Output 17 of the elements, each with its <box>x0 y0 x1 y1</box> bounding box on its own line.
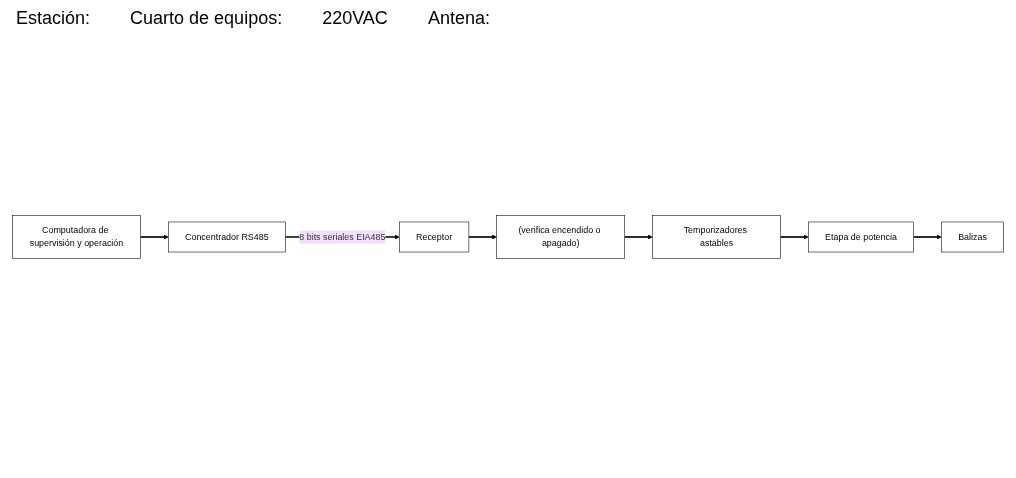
node-box: Etapa de potencia <box>808 221 914 253</box>
arrow <box>468 234 497 240</box>
node-box: Balizas <box>941 221 1004 253</box>
node-box: (verifica encendido o apagado) <box>496 215 625 259</box>
arrow <box>139 234 169 240</box>
edge-label: 8 bits seriales EIA485 <box>299 231 386 242</box>
arrow <box>779 234 809 240</box>
row-label: Estación: <box>16 8 91 29</box>
node-box: Concentrador RS485 <box>168 221 286 253</box>
node-box: Receptor <box>399 221 470 253</box>
row-label: Antena: <box>427 8 490 29</box>
node-box: Temporizadores astables <box>652 215 781 259</box>
arrow <box>623 234 653 240</box>
arrow <box>912 234 942 240</box>
row-label: 220VAC <box>322 8 388 29</box>
node-box: Computadora de supervisión y operación <box>12 215 141 259</box>
row-label: Cuarto de equipos: <box>130 8 283 29</box>
